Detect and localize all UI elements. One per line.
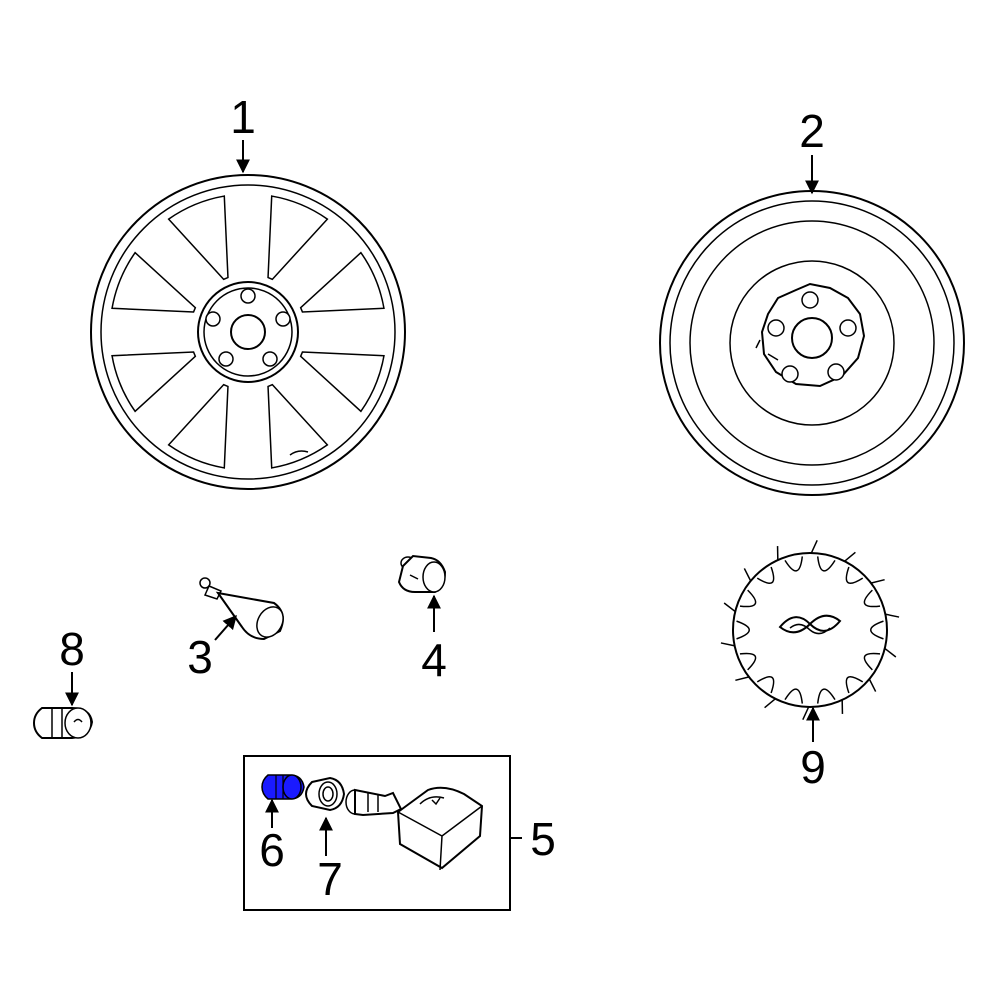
wheel-window — [111, 251, 197, 313]
wheel-window — [267, 195, 329, 281]
alloy-wheel[interactable] — [90, 174, 406, 490]
cap-rib — [863, 589, 881, 608]
cap-rib — [736, 620, 751, 640]
wheel-window — [167, 383, 229, 469]
wheel-window — [111, 351, 197, 413]
valve-cap[interactable] — [261, 774, 305, 800]
callout-3: 3 — [187, 631, 213, 683]
callout-4: 4 — [421, 634, 447, 686]
callout-6: 6 — [259, 824, 285, 876]
cap-rib — [756, 566, 775, 585]
cap-rib — [845, 566, 864, 585]
spare-wheel[interactable] — [659, 190, 965, 496]
cap-rib — [863, 652, 881, 671]
cap-rib — [845, 675, 864, 694]
cap-rib — [816, 556, 836, 572]
cap-rib — [816, 688, 836, 704]
cap-rib — [739, 589, 757, 608]
tpms-sensor[interactable] — [345, 786, 484, 871]
sensor-kit-box — [243, 755, 511, 911]
callout-2: 2 — [799, 105, 825, 157]
valve-stem[interactable] — [199, 577, 288, 642]
center-cap[interactable] — [720, 539, 900, 721]
wheel-window — [299, 251, 385, 313]
wheel-window — [299, 351, 385, 413]
cap-rib — [784, 688, 804, 704]
callout-1: 1 — [230, 91, 256, 143]
callout-9: 9 — [800, 741, 826, 793]
lock-lug-nut[interactable] — [32, 707, 94, 739]
callout-8: 8 — [59, 623, 85, 675]
callout-5: 5 — [530, 813, 556, 865]
lug-nut[interactable] — [397, 554, 447, 593]
cap-rib — [739, 652, 757, 671]
wheel-window — [167, 195, 229, 281]
callout-7: 7 — [317, 853, 343, 905]
cap-rib — [869, 620, 884, 640]
cap-rib — [756, 675, 775, 694]
leader-3 — [214, 614, 237, 641]
wheel-window — [267, 383, 329, 469]
valve-grommet[interactable] — [304, 776, 346, 812]
cap-rib — [784, 556, 804, 572]
